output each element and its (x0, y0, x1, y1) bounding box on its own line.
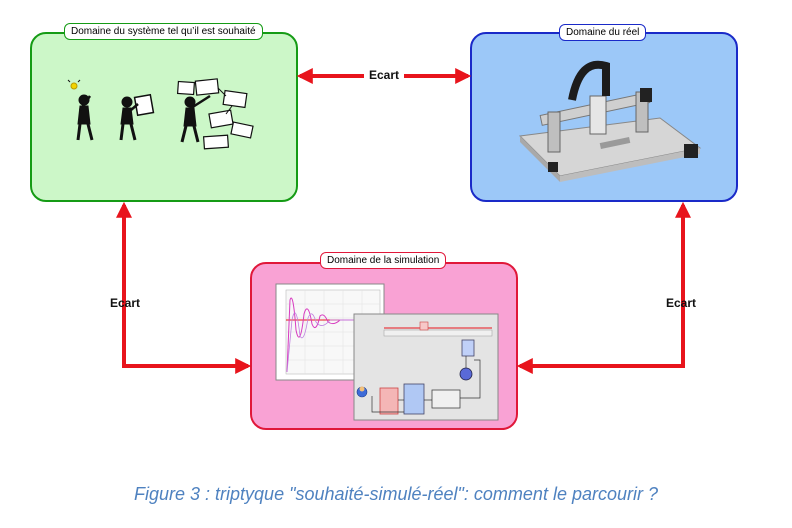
simulation-domain-label: Domaine de la simulation (320, 252, 447, 269)
figure-caption: Figure 3 : triptyque "souhaité-simulé-ré… (134, 484, 658, 504)
real-domain-label: Domaine du réel (559, 24, 647, 41)
arrow-right (516, 201, 691, 374)
desired-domain-box (30, 32, 298, 202)
ecart-arrows (116, 68, 691, 374)
ecart-label-top: Ecart (369, 68, 400, 82)
ecart-label-right: Ecart (666, 296, 697, 310)
simulation-block-diagram-window (353, 313, 499, 421)
arrow-left (116, 201, 252, 374)
ecart-label-left: Ecart (110, 296, 141, 310)
thinking-figures-illustration (67, 78, 254, 150)
gantry-machine-illustration (518, 60, 702, 182)
desired-domain-label: Domaine du système tel qu’il est souhait… (64, 23, 263, 40)
